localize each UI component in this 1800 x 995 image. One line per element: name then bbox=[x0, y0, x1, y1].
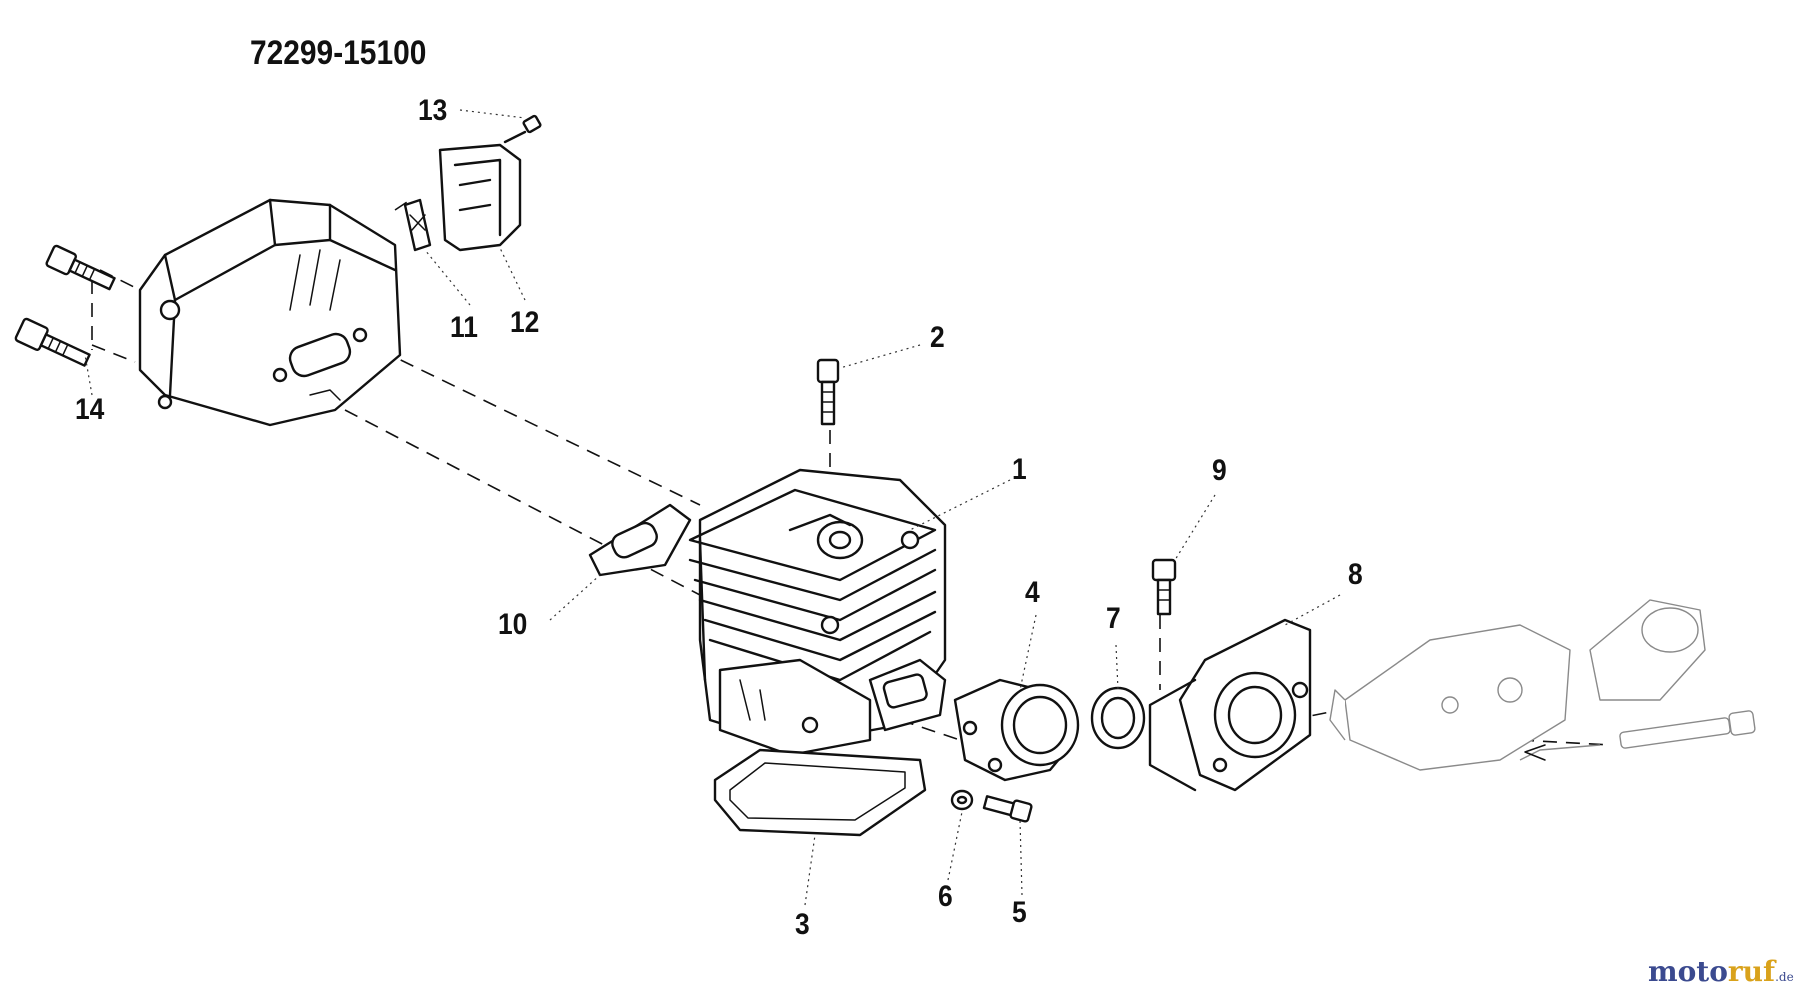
callout-12: 12 bbox=[510, 306, 540, 339]
watermark-part2: ruf bbox=[1727, 955, 1776, 988]
part-9-screw bbox=[1151, 558, 1177, 616]
watermark-logo: motoruf.de bbox=[1648, 958, 1794, 986]
watermark-part3: .de bbox=[1775, 970, 1794, 984]
carburetor-reference bbox=[1329, 599, 1756, 771]
callout-7: 7 bbox=[1106, 602, 1121, 635]
callout-8: 8 bbox=[1348, 558, 1363, 591]
callout-4: 4 bbox=[1025, 576, 1040, 609]
callout-2: 2 bbox=[930, 321, 945, 354]
part-14-bolts bbox=[14, 244, 116, 367]
part-6-washer bbox=[950, 789, 974, 811]
part-11-spark-screen bbox=[403, 198, 432, 252]
part-2-screw bbox=[816, 358, 840, 426]
part-7-ring bbox=[1090, 686, 1146, 750]
callout-6: 6 bbox=[938, 880, 953, 913]
part-12-deflector bbox=[438, 143, 522, 252]
part-4-intake-manifold bbox=[953, 678, 1080, 782]
label-leaders bbox=[84, 109, 1341, 906]
part-1-cylinder bbox=[688, 468, 947, 757]
callout-14: 14 bbox=[75, 393, 105, 426]
muffler-housing bbox=[138, 198, 402, 427]
callout-11: 11 bbox=[450, 311, 478, 344]
callout-9: 9 bbox=[1212, 454, 1227, 487]
callout-13: 13 bbox=[418, 94, 448, 127]
callout-10: 10 bbox=[498, 608, 528, 641]
diagram-title: 72299-15100 bbox=[250, 34, 427, 72]
part-8-insulator bbox=[1148, 618, 1312, 792]
part-10-gasket bbox=[588, 503, 692, 577]
callout-5: 5 bbox=[1012, 896, 1027, 929]
callout-3: 3 bbox=[795, 908, 810, 941]
part-5-screw bbox=[982, 795, 1033, 823]
callout-1: 1 bbox=[1012, 453, 1027, 486]
part-3-base-gasket bbox=[713, 748, 927, 837]
watermark-part1: moto bbox=[1648, 955, 1728, 988]
part-13-screw bbox=[503, 114, 542, 144]
